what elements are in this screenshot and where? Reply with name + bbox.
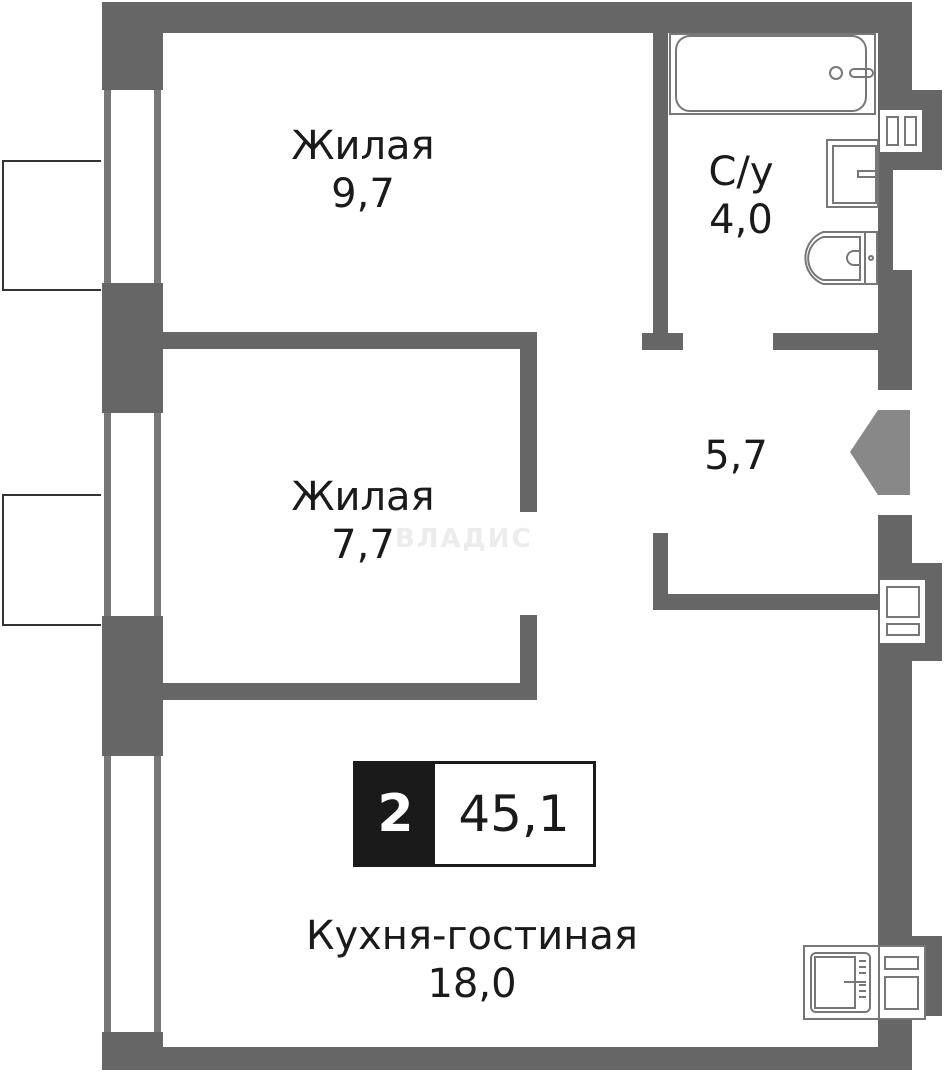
utility-box-icon <box>880 580 925 643</box>
room-area: 7,7 <box>331 522 395 568</box>
entrance-door-icon <box>850 410 910 495</box>
room-bedroom-1: Жилая 9,7 <box>291 122 434 218</box>
vent-shaft-icon <box>880 110 922 152</box>
room-bathroom: С/у 4,0 <box>708 148 773 244</box>
room-hallway: 5,7 <box>704 432 768 480</box>
balconies <box>2 160 101 626</box>
room-area: 5,7 <box>704 433 768 479</box>
room-area: 9,7 <box>331 171 395 217</box>
stove-icon <box>878 945 926 1020</box>
apartment-summary-badge: 2 45,1 <box>353 761 596 867</box>
room-area: 18,0 <box>427 961 517 1007</box>
room-name: Жилая <box>291 123 435 169</box>
room-name: Кухня-гостиная <box>306 913 638 959</box>
room-bedroom-2: Жилая 7,7 <box>291 473 434 569</box>
toilet-icon <box>804 231 878 285</box>
room-count: 2 <box>356 764 435 864</box>
room-name: С/у <box>708 149 774 195</box>
room-name: Жилая <box>291 474 435 520</box>
bathtub-icon <box>669 33 876 115</box>
windows <box>104 90 161 1032</box>
total-area: 45,1 <box>458 785 570 843</box>
room-kitchen-living: Кухня-гостиная 18,0 <box>306 912 638 1008</box>
room-area: 4,0 <box>709 197 773 243</box>
kitchen-sink-icon <box>803 945 880 1020</box>
sink-icon <box>826 139 879 208</box>
watermark: ВЛАДИС <box>395 524 533 554</box>
